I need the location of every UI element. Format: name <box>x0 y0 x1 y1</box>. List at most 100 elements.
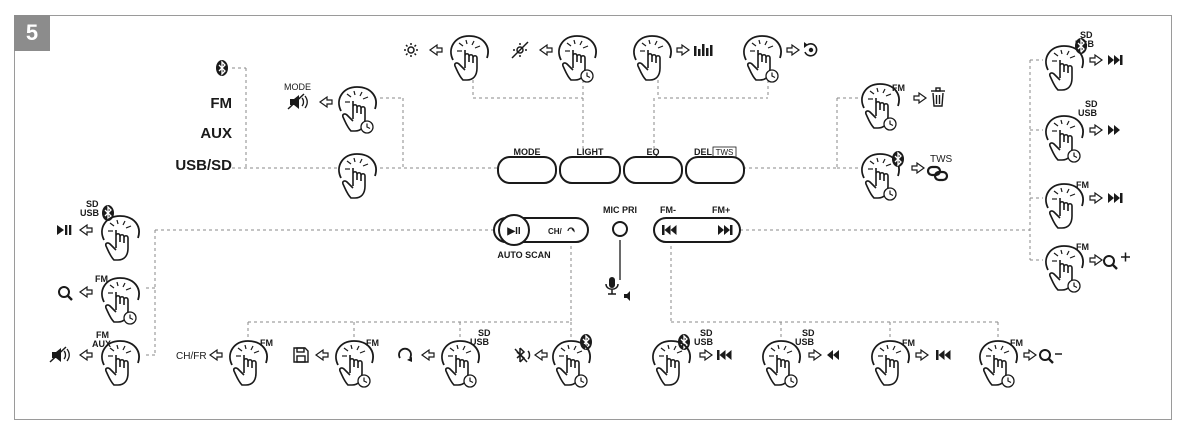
play-pause-label: ▶II <box>506 226 520 237</box>
hold-clock-icon <box>357 374 371 388</box>
sd-label: SD <box>802 328 815 338</box>
repeat-icon <box>398 347 412 362</box>
press-hand-icon <box>633 35 672 81</box>
link-icon <box>926 165 949 182</box>
ch-label: CH/ <box>548 227 563 236</box>
arrow-left-icon <box>534 349 548 361</box>
arrow-left-icon <box>421 349 435 361</box>
next-track-icon <box>1108 193 1123 203</box>
hold-clock-icon <box>1001 374 1015 388</box>
usb-label: USB <box>795 337 815 347</box>
source-aux: AUX <box>200 125 232 142</box>
hold-clock-icon <box>574 374 588 388</box>
light-label: LIGHT <box>577 147 604 157</box>
fm-label: FM <box>1076 180 1089 190</box>
arrow-left-icon <box>209 349 223 361</box>
fm-label: FM <box>892 83 905 93</box>
usb-label: USB <box>470 337 490 347</box>
hold-clock-icon <box>123 311 137 325</box>
bluetooth-icon <box>215 59 229 77</box>
hold-clock-icon <box>883 187 897 201</box>
repeat-small-icon <box>567 227 575 233</box>
play-pause-icon <box>57 225 64 235</box>
fm-label: FM <box>1076 242 1089 252</box>
light-button[interactable] <box>559 156 621 184</box>
mute-icon <box>49 346 70 363</box>
equalizer-icon <box>694 44 713 56</box>
arrow-left-icon <box>315 349 329 361</box>
sd-label: SD <box>478 328 491 338</box>
aux-label: AUX <box>92 339 111 349</box>
hold-clock-icon <box>784 374 798 388</box>
fm-label: FM <box>366 338 379 348</box>
arrow-right-icon <box>911 162 925 174</box>
arrow-right-icon <box>1089 192 1103 204</box>
chfr-label: CH/FR <box>176 351 207 362</box>
connector-lines <box>146 59 1043 356</box>
del-tws-button[interactable] <box>685 156 745 184</box>
source-usbsd: USB/SD <box>175 157 232 174</box>
mute-icon <box>287 93 308 110</box>
bt-off-icon <box>514 347 531 363</box>
fm-plus-label: FM+ <box>712 205 730 215</box>
tws-label: TWS <box>930 154 953 165</box>
arrow-right-icon <box>1089 54 1103 66</box>
eq-button[interactable] <box>623 156 683 184</box>
hold-clock-icon <box>883 117 897 131</box>
figure-frame <box>14 15 1172 420</box>
speaker-small-icon <box>624 291 630 301</box>
play-ch-button[interactable] <box>493 214 589 246</box>
arrow-right-icon <box>808 349 822 361</box>
del-label: DEL <box>694 147 713 157</box>
trash-icon <box>931 87 945 107</box>
source-fm: FM <box>210 95 232 112</box>
usb-label: USB <box>694 337 714 347</box>
usb-label: USB <box>1078 108 1098 118</box>
arrow-left-icon <box>79 349 93 361</box>
fm-minus-label: FM- <box>660 205 676 215</box>
arrow-left-icon <box>429 44 443 56</box>
arrow-right-icon <box>913 92 927 104</box>
arrow-right-icon <box>786 44 800 56</box>
zoom-in-icon <box>1102 254 1119 271</box>
hold-clock-icon <box>463 374 477 388</box>
auto-scan-label: AUTO SCAN <box>497 250 550 260</box>
search-icon <box>57 285 74 302</box>
fm-label: FM <box>96 330 109 340</box>
arrow-right-icon <box>699 349 713 361</box>
tws-box-label: TWS <box>716 148 734 157</box>
press-hand-icon <box>1045 45 1084 91</box>
usb-label: USB <box>80 208 100 218</box>
fm-skip-button[interactable] <box>653 217 741 243</box>
fm-label: FM <box>1010 338 1023 348</box>
sd-label: SD <box>1085 99 1098 109</box>
hold-clock-icon <box>360 120 374 134</box>
press-hand-icon <box>101 215 140 261</box>
hold-clock-icon <box>1067 149 1081 163</box>
arrow-right-icon <box>1089 124 1103 136</box>
sd-label: SD <box>700 328 713 338</box>
arrow-left-icon <box>79 286 93 298</box>
press-hand-icon <box>450 35 489 81</box>
save-icon <box>293 347 309 363</box>
mic-icon <box>605 277 619 295</box>
bluetooth-icon <box>891 150 905 168</box>
mic-pri-button[interactable] <box>612 221 628 237</box>
mode-small-label: MODE <box>284 82 311 92</box>
hold-clock-icon <box>1067 279 1081 293</box>
fast-forward-icon <box>1108 125 1120 135</box>
mode-button[interactable] <box>497 156 557 184</box>
eq-label: EQ <box>646 147 659 157</box>
arrow-right-icon <box>1023 349 1037 361</box>
prev-track-icon <box>936 350 951 360</box>
rewind-icon <box>827 350 839 360</box>
step-badge: 5 <box>14 15 50 51</box>
prev-track-icon <box>717 350 732 360</box>
arrow-left-icon <box>539 44 553 56</box>
reset-icon <box>804 42 818 57</box>
brightness-icon <box>404 43 418 57</box>
arrow-right-icon <box>676 44 690 56</box>
hold-clock-icon <box>765 69 779 83</box>
press-hand-icon <box>338 153 377 199</box>
mode-label: MODE <box>514 147 541 157</box>
